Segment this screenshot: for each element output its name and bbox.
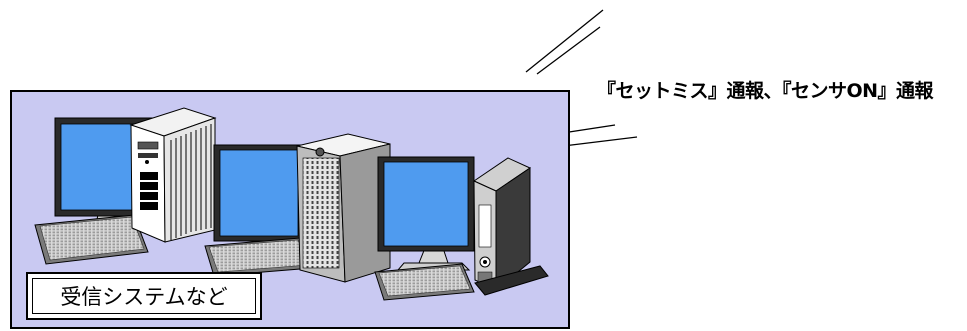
notification-text: 『セットミス』通報、『センサON』通報 [597,80,934,102]
system-label: 受信システムなど [32,278,256,314]
monitor-icon [377,156,475,271]
tower-pc-icon [472,157,549,296]
keyboard-icon [204,237,313,277]
keyboard-icon [374,263,475,301]
server-icon [296,133,391,283]
tower-pc-icon [129,107,217,243]
system-label-box: 受信システムなど [26,272,262,320]
keyboard-icon [34,214,149,265]
